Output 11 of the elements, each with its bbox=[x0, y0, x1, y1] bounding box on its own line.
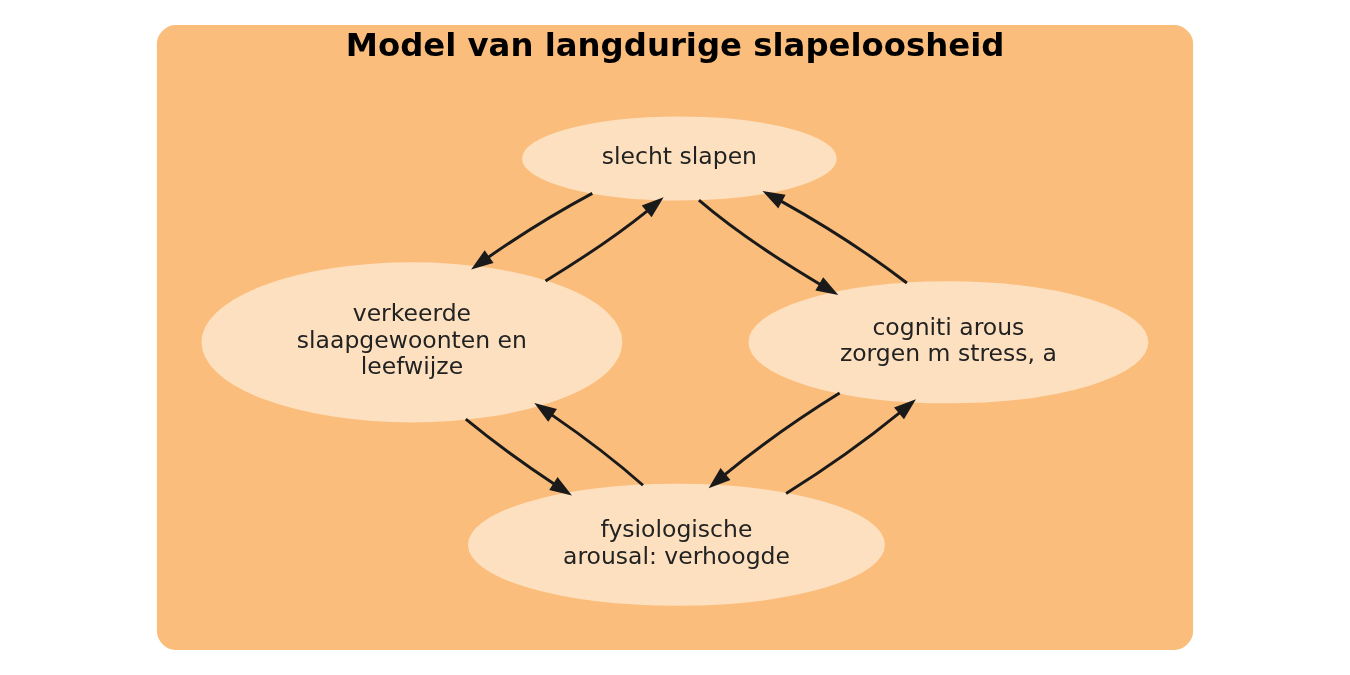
node-ellipse: fysiologische arousal: verhoogde bbox=[468, 483, 885, 606]
node-ellipse: cogniti arous zorgen m stress, a bbox=[748, 281, 1149, 404]
arrow bbox=[762, 191, 908, 285]
arrow bbox=[708, 391, 841, 489]
arrow bbox=[785, 399, 916, 495]
arrow bbox=[698, 199, 839, 296]
arrow bbox=[471, 192, 593, 270]
arrow bbox=[544, 197, 664, 283]
arrow bbox=[534, 403, 644, 487]
node-ellipse: slecht slapen bbox=[522, 116, 837, 201]
arrow bbox=[464, 418, 572, 496]
